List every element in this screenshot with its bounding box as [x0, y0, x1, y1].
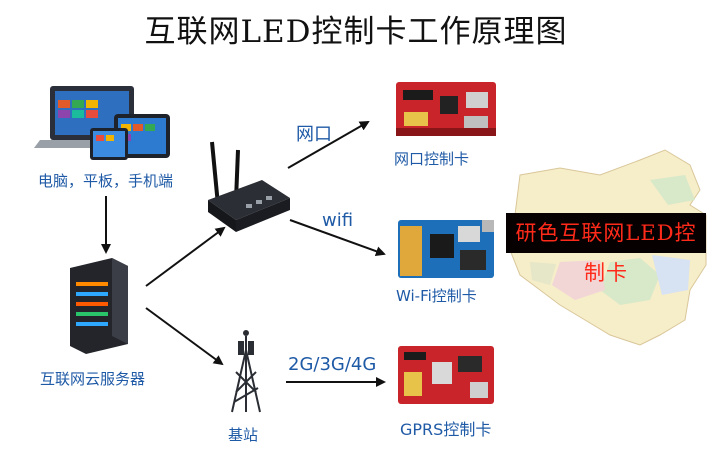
- cell-tower-image: [231, 330, 261, 413]
- base-station-label: 基站: [228, 426, 259, 444]
- arrow-cloud-to-tower: [145, 307, 224, 366]
- server-image: [70, 258, 128, 354]
- wifi-card-label: Wi-Fi控制卡: [396, 287, 477, 305]
- led-display-text: 研色互联网LED控制卡: [506, 213, 706, 285]
- arrow-router-to-net-card: [287, 121, 370, 169]
- board-net-image: [396, 82, 496, 136]
- board-gprs-image: [398, 346, 494, 404]
- net-card-label: 网口控制卡: [394, 150, 470, 168]
- router-image: [208, 141, 290, 232]
- mobile-edge-label: 2G/3G/4G: [288, 354, 377, 375]
- devices-label: 电脑，平板，手机端: [38, 172, 174, 190]
- net-edge-label: 网口: [296, 124, 332, 145]
- arrow-router-to-wifi-card: [289, 219, 386, 256]
- diagram-title: 互联网LED控制卡工作原理图: [144, 14, 568, 50]
- flow-arrows: [101, 121, 386, 387]
- cloud-server-label: 互联网云服务器: [40, 370, 146, 388]
- devices-image: [34, 86, 170, 160]
- board-wifi-image: [398, 220, 494, 278]
- arrow-cloud-to-router: [145, 226, 226, 287]
- gprs-card-label: GPRS控制卡: [400, 420, 492, 439]
- wifi-edge-label: wifi: [322, 210, 354, 231]
